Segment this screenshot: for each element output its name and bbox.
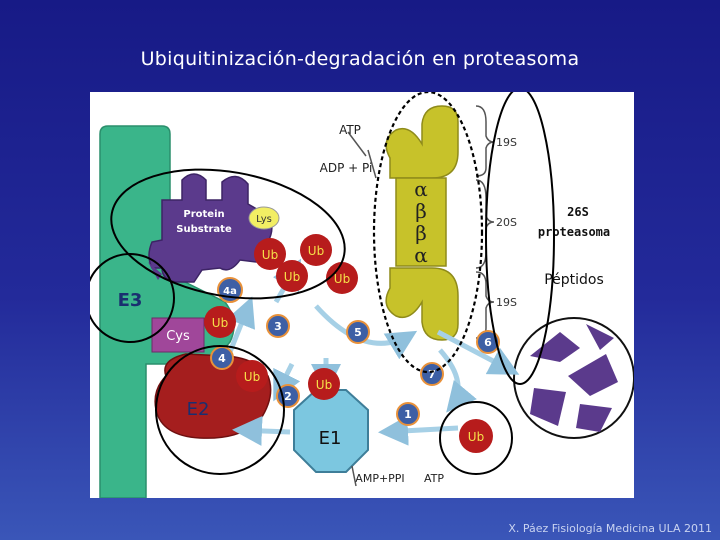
peptide-fragment [576, 404, 612, 432]
svg-text:Ub: Ub [308, 244, 324, 258]
peptide-fragment [586, 324, 614, 350]
credit-text: X. Páez Fisiología Medicina ULA 2011 [508, 522, 712, 535]
svg-text:Ub: Ub [284, 270, 300, 284]
proteasome-core [395, 177, 447, 267]
ub-tag-7: Ub [308, 368, 340, 400]
svg-text:Ub: Ub [468, 430, 484, 444]
adp-pi-label: ADP + Pi [320, 161, 373, 175]
protein-label: Protein [183, 209, 224, 220]
atp-top-label: ATP [339, 123, 361, 137]
alpha-ring-bottom: α [414, 243, 428, 267]
ub-tag-1: Ub [254, 238, 286, 270]
peptide-fragment [530, 388, 566, 426]
step-badge-7: 7 [420, 362, 444, 386]
adp-arrow [367, 149, 377, 179]
svg-text:4: 4 [218, 352, 226, 365]
cys-label: Cys [166, 329, 190, 344]
flow-arrows [227, 258, 520, 446]
bracket-19s-top [475, 105, 495, 177]
ub-tag-4: Ub [326, 262, 358, 294]
svg-text:2: 2 [284, 390, 292, 403]
amp-arrow [351, 465, 357, 487]
e1-enzyme [293, 389, 369, 473]
e2-label: E2 [187, 399, 210, 420]
lys-tag: Lys [248, 206, 280, 230]
s19-bottom-label: 19S [496, 296, 517, 309]
svg-text:4a: 4a [223, 286, 237, 297]
proteasome-label-26s: 26S [567, 205, 589, 219]
slide-title: Ubiquitinización-degradación en proteaso… [140, 48, 580, 70]
proteasome-dashed-outline [372, 92, 484, 374]
svg-text:Lys: Lys [256, 214, 272, 225]
svg-text:6: 6 [484, 336, 492, 349]
step-badge-3: 3 [266, 314, 290, 338]
svg-text:Ub: Ub [262, 248, 278, 262]
s20-label: 20S [496, 216, 517, 229]
peptides-label: Péptidos [544, 272, 604, 288]
cys-box [151, 317, 205, 353]
free-ub-circle [439, 401, 513, 475]
svg-text:Ub: Ub [334, 272, 350, 286]
amp-ppi-label: AMP+PPI [355, 472, 404, 485]
svg-text:1: 1 [404, 408, 412, 421]
beta-ring-1: β [415, 199, 427, 223]
proteasome-label-outline [485, 92, 555, 385]
substrate-label: Substrate [176, 224, 232, 235]
ub-tag-6: Ub [236, 360, 268, 392]
beta-ring-2: β [415, 221, 427, 245]
ub-tag-5: Ub [204, 306, 236, 338]
ub-tag-2: Ub [300, 234, 332, 266]
s19-top-label: 19S [496, 136, 517, 149]
svg-text:3: 3 [274, 320, 282, 333]
svg-text:Ub: Ub [212, 316, 228, 330]
e2-highlight-circle [155, 345, 285, 475]
svg-text:7: 7 [428, 368, 436, 381]
ub-tag-3: Ub [276, 260, 308, 292]
step-badge-5: 5 [346, 320, 370, 344]
proteasome-cap-top [385, 105, 459, 179]
step-badge-4: 4 [210, 346, 234, 370]
substrate-highlight-ellipse [110, 168, 346, 300]
diagram-panel: Ub Ub Ub Ub Ub Ub Ub Ub Lys 1 2 3 4 4a 5… [90, 92, 634, 498]
proteasome-cap-bottom [385, 267, 459, 341]
alpha-ring-top: α [414, 177, 428, 201]
svg-text:Ub: Ub [316, 378, 332, 392]
peptide-fragment [568, 354, 618, 396]
svg-text:5: 5 [354, 326, 362, 339]
e1-label: E1 [319, 428, 342, 449]
e3-highlight-circle [90, 253, 175, 343]
step-badge-6: 6 [476, 330, 500, 354]
peptide-fragment [530, 332, 580, 362]
atp-arrow [347, 131, 367, 157]
proteasome-label-name: proteasoma [538, 225, 610, 239]
step-badge-1: 1 [396, 402, 420, 426]
bracket-20s [475, 179, 495, 269]
ub-tag-free: Ub [459, 419, 493, 453]
ubiquitination-diagram: Ub Ub Ub Ub Ub Ub Ub Ub Lys 1 2 3 4 4a 5… [90, 92, 634, 498]
e3-label: E3 [118, 290, 143, 311]
svg-text:Ub: Ub [244, 370, 260, 384]
atp-bottom-label: ATP [424, 472, 444, 485]
